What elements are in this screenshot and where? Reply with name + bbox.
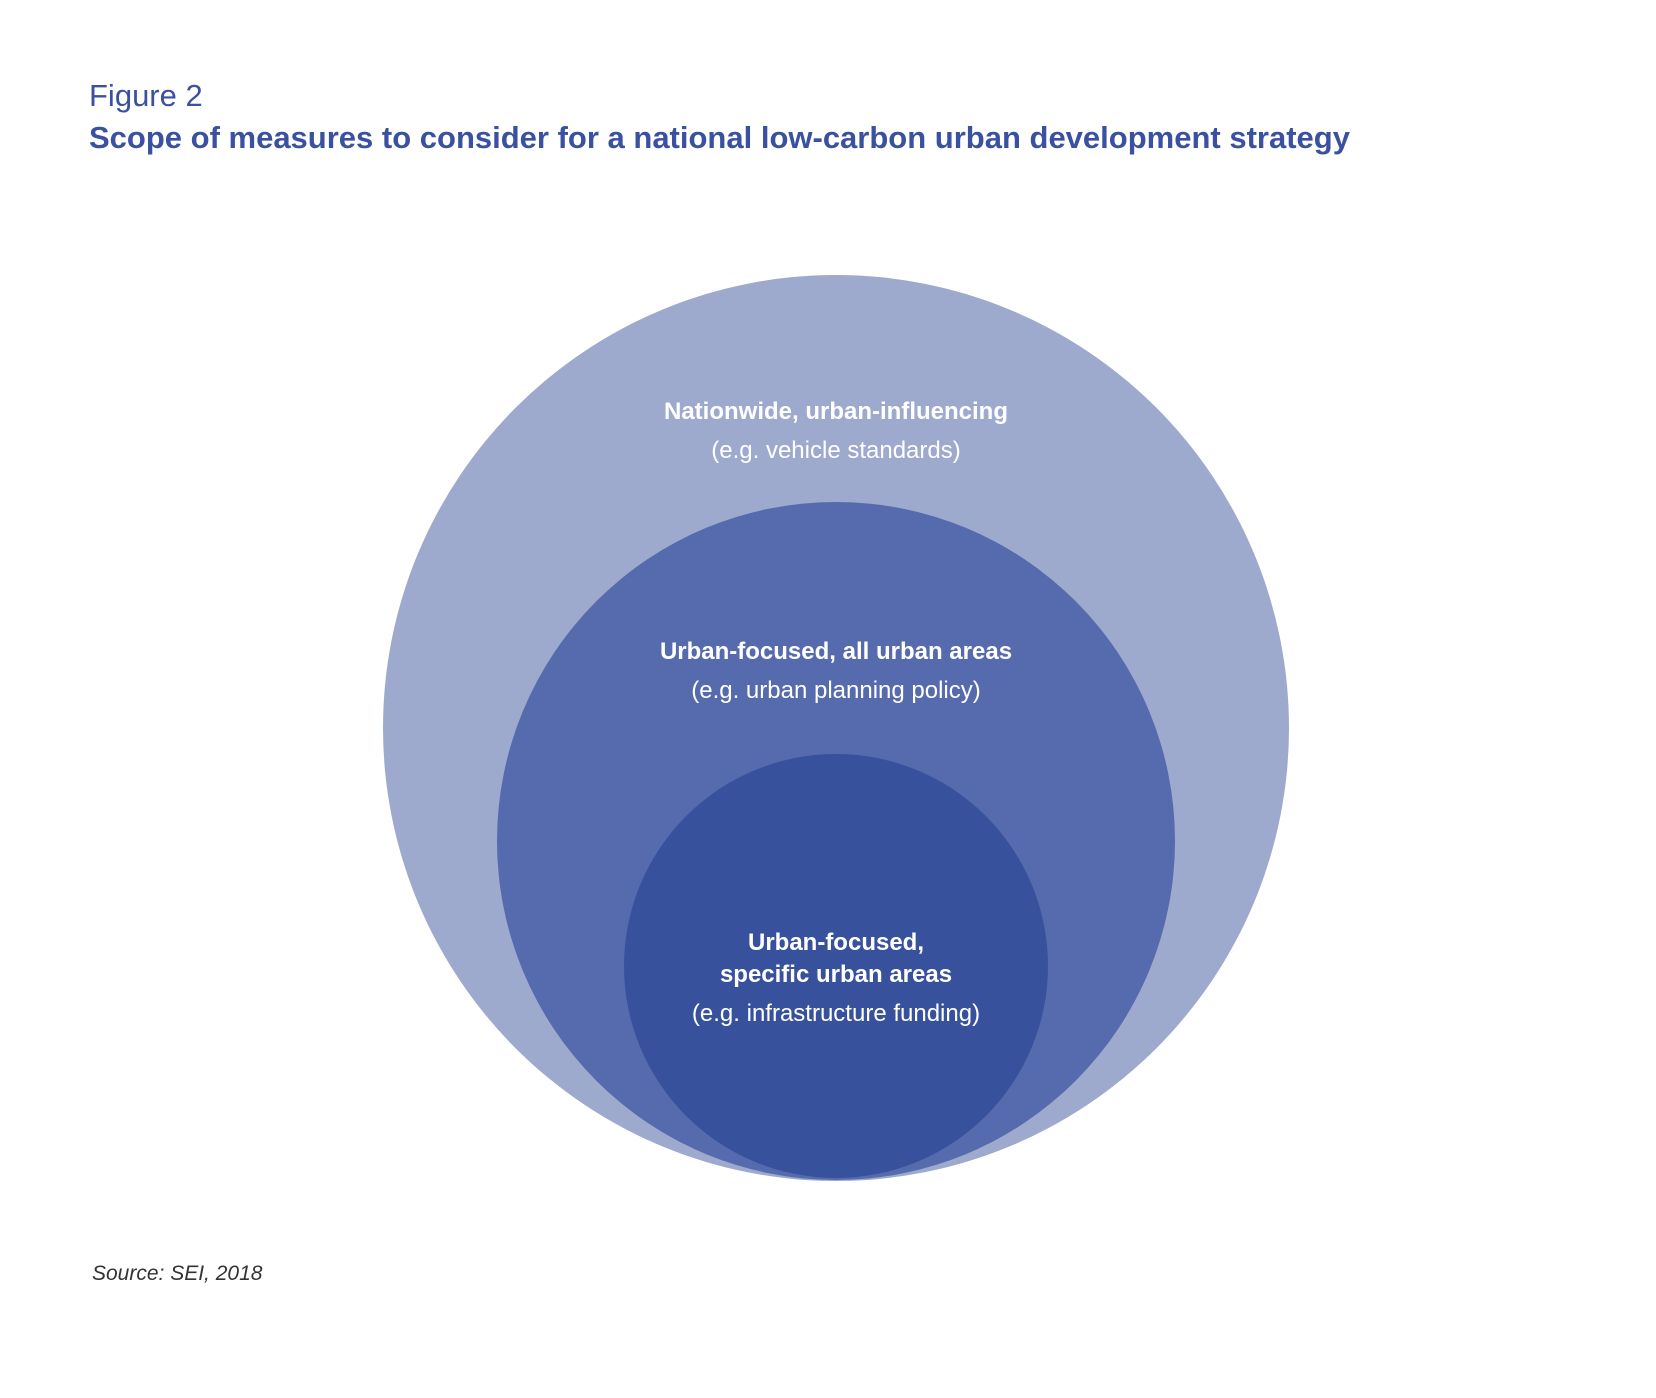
inner-circle-example: (e.g. infrastructure funding) <box>692 1000 980 1027</box>
middle-circle-heading: Urban-focused, all urban areas <box>660 638 1012 665</box>
inner-circle-heading-line2: specific urban areas <box>720 961 952 988</box>
inner-circle-heading-line1: Urban-focused, <box>748 929 924 956</box>
source-note: Source: SEI, 2018 <box>92 1262 263 1285</box>
middle-circle-example: (e.g. urban planning policy) <box>691 677 981 704</box>
inner-circle <box>624 754 1048 1178</box>
figure-title: Scope of measures to consider for a nati… <box>89 120 1350 155</box>
outer-circle-heading: Nationwide, urban-influencing <box>664 398 1008 425</box>
figure-label: Figure 2 <box>89 78 203 113</box>
outer-circle-example: (e.g. vehicle standards) <box>711 437 960 464</box>
